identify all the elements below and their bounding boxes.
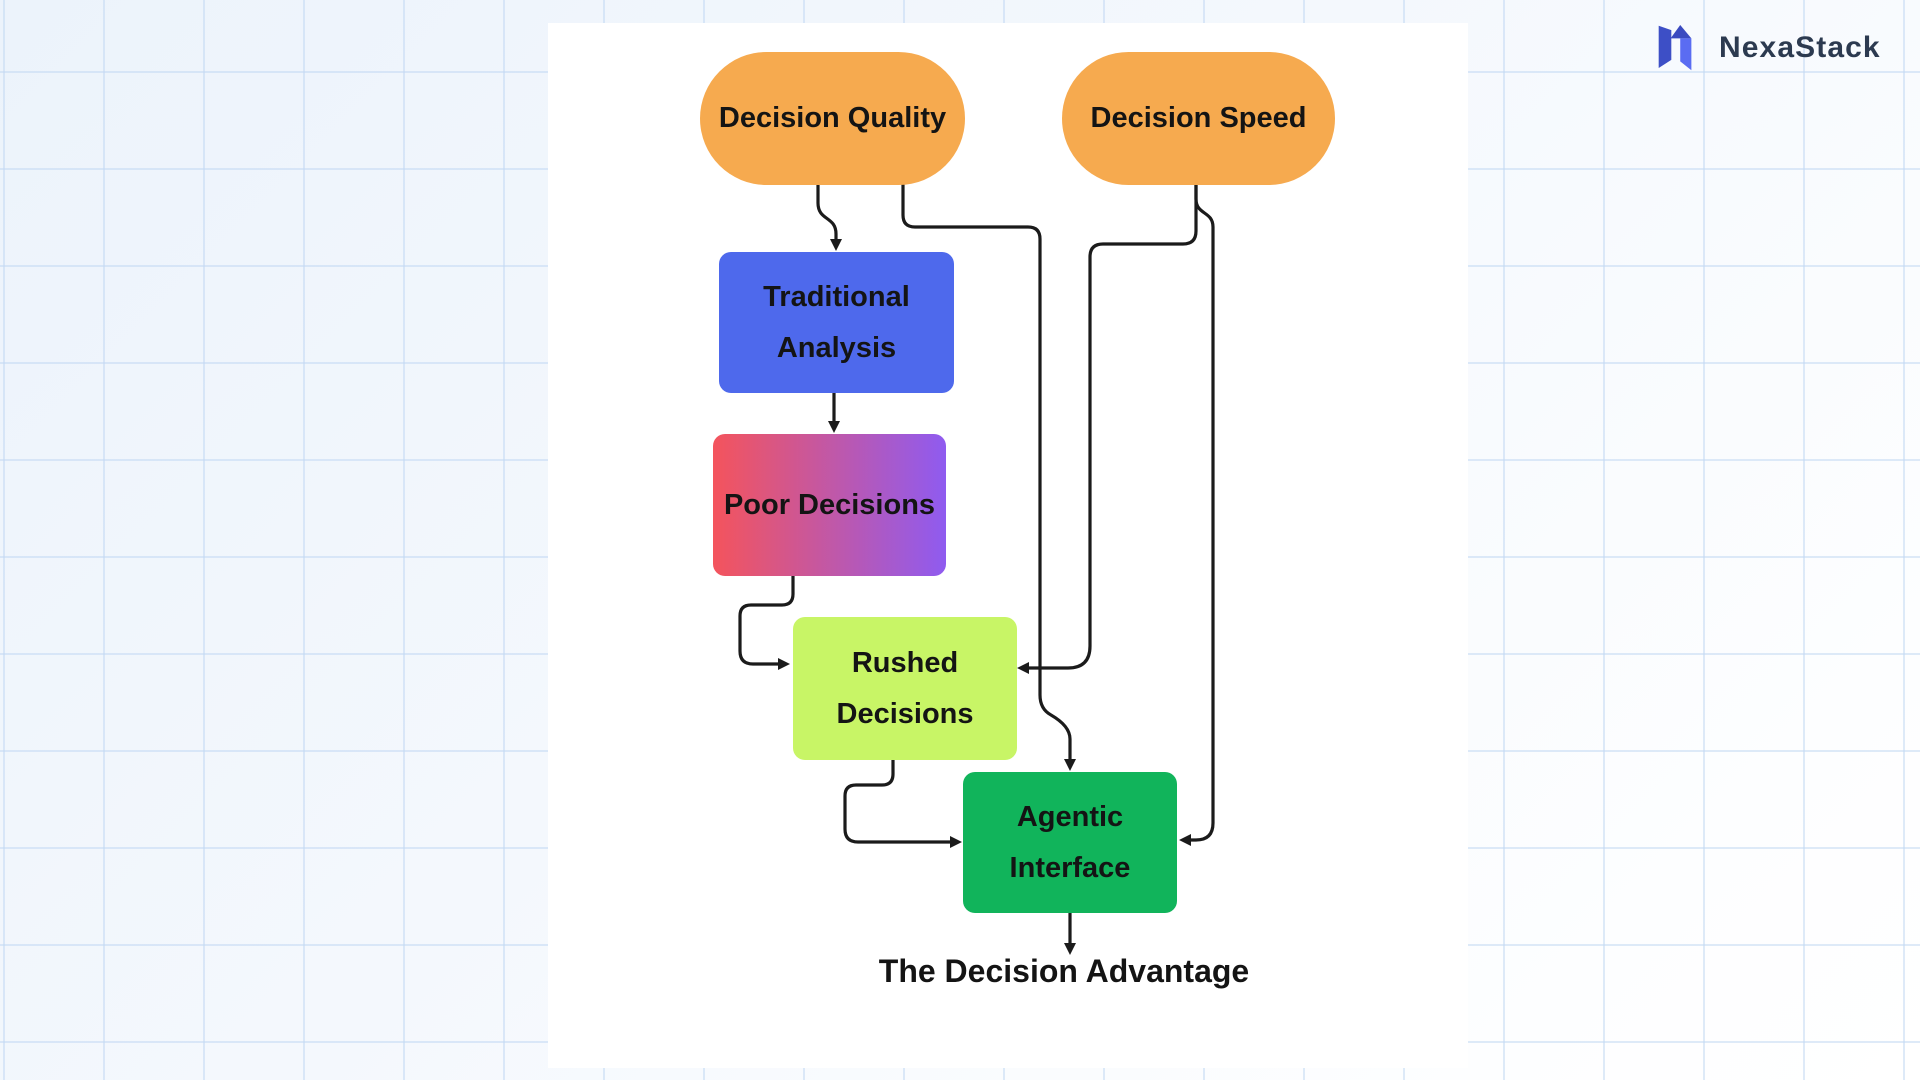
node-decision-speed: Decision Speed	[1062, 52, 1335, 185]
node-decision-quality: Decision Quality	[700, 52, 965, 185]
diagram-caption: The Decision Advantage	[878, 953, 1250, 989]
edge-decision-quality-to-agentic-interface	[901, 183, 1076, 771]
nexastack-logo-icon	[1658, 24, 1692, 71]
node-traditional-analysis: Traditional Analysis	[719, 252, 954, 393]
node-poor-decisions: Poor Decisions	[713, 434, 946, 576]
node-agentic-interface: Agentic Interface	[963, 772, 1177, 913]
edge-decision-quality-to-traditional-analysis	[816, 183, 842, 251]
edge-rushed-decisions-to-agentic-interface	[843, 758, 962, 848]
edge-decision-speed-to-rushed-decisions	[1017, 183, 1198, 674]
edge-decision-speed-to-agentic-interface	[1179, 183, 1215, 846]
brand-logo: NexaStack	[1652, 20, 1881, 76]
node-rushed-decisions: Rushed Decisions	[793, 617, 1017, 760]
edge-poor-decisions-to-rushed-decisions	[738, 574, 795, 670]
brand-name: NexaStack	[1719, 31, 1881, 64]
